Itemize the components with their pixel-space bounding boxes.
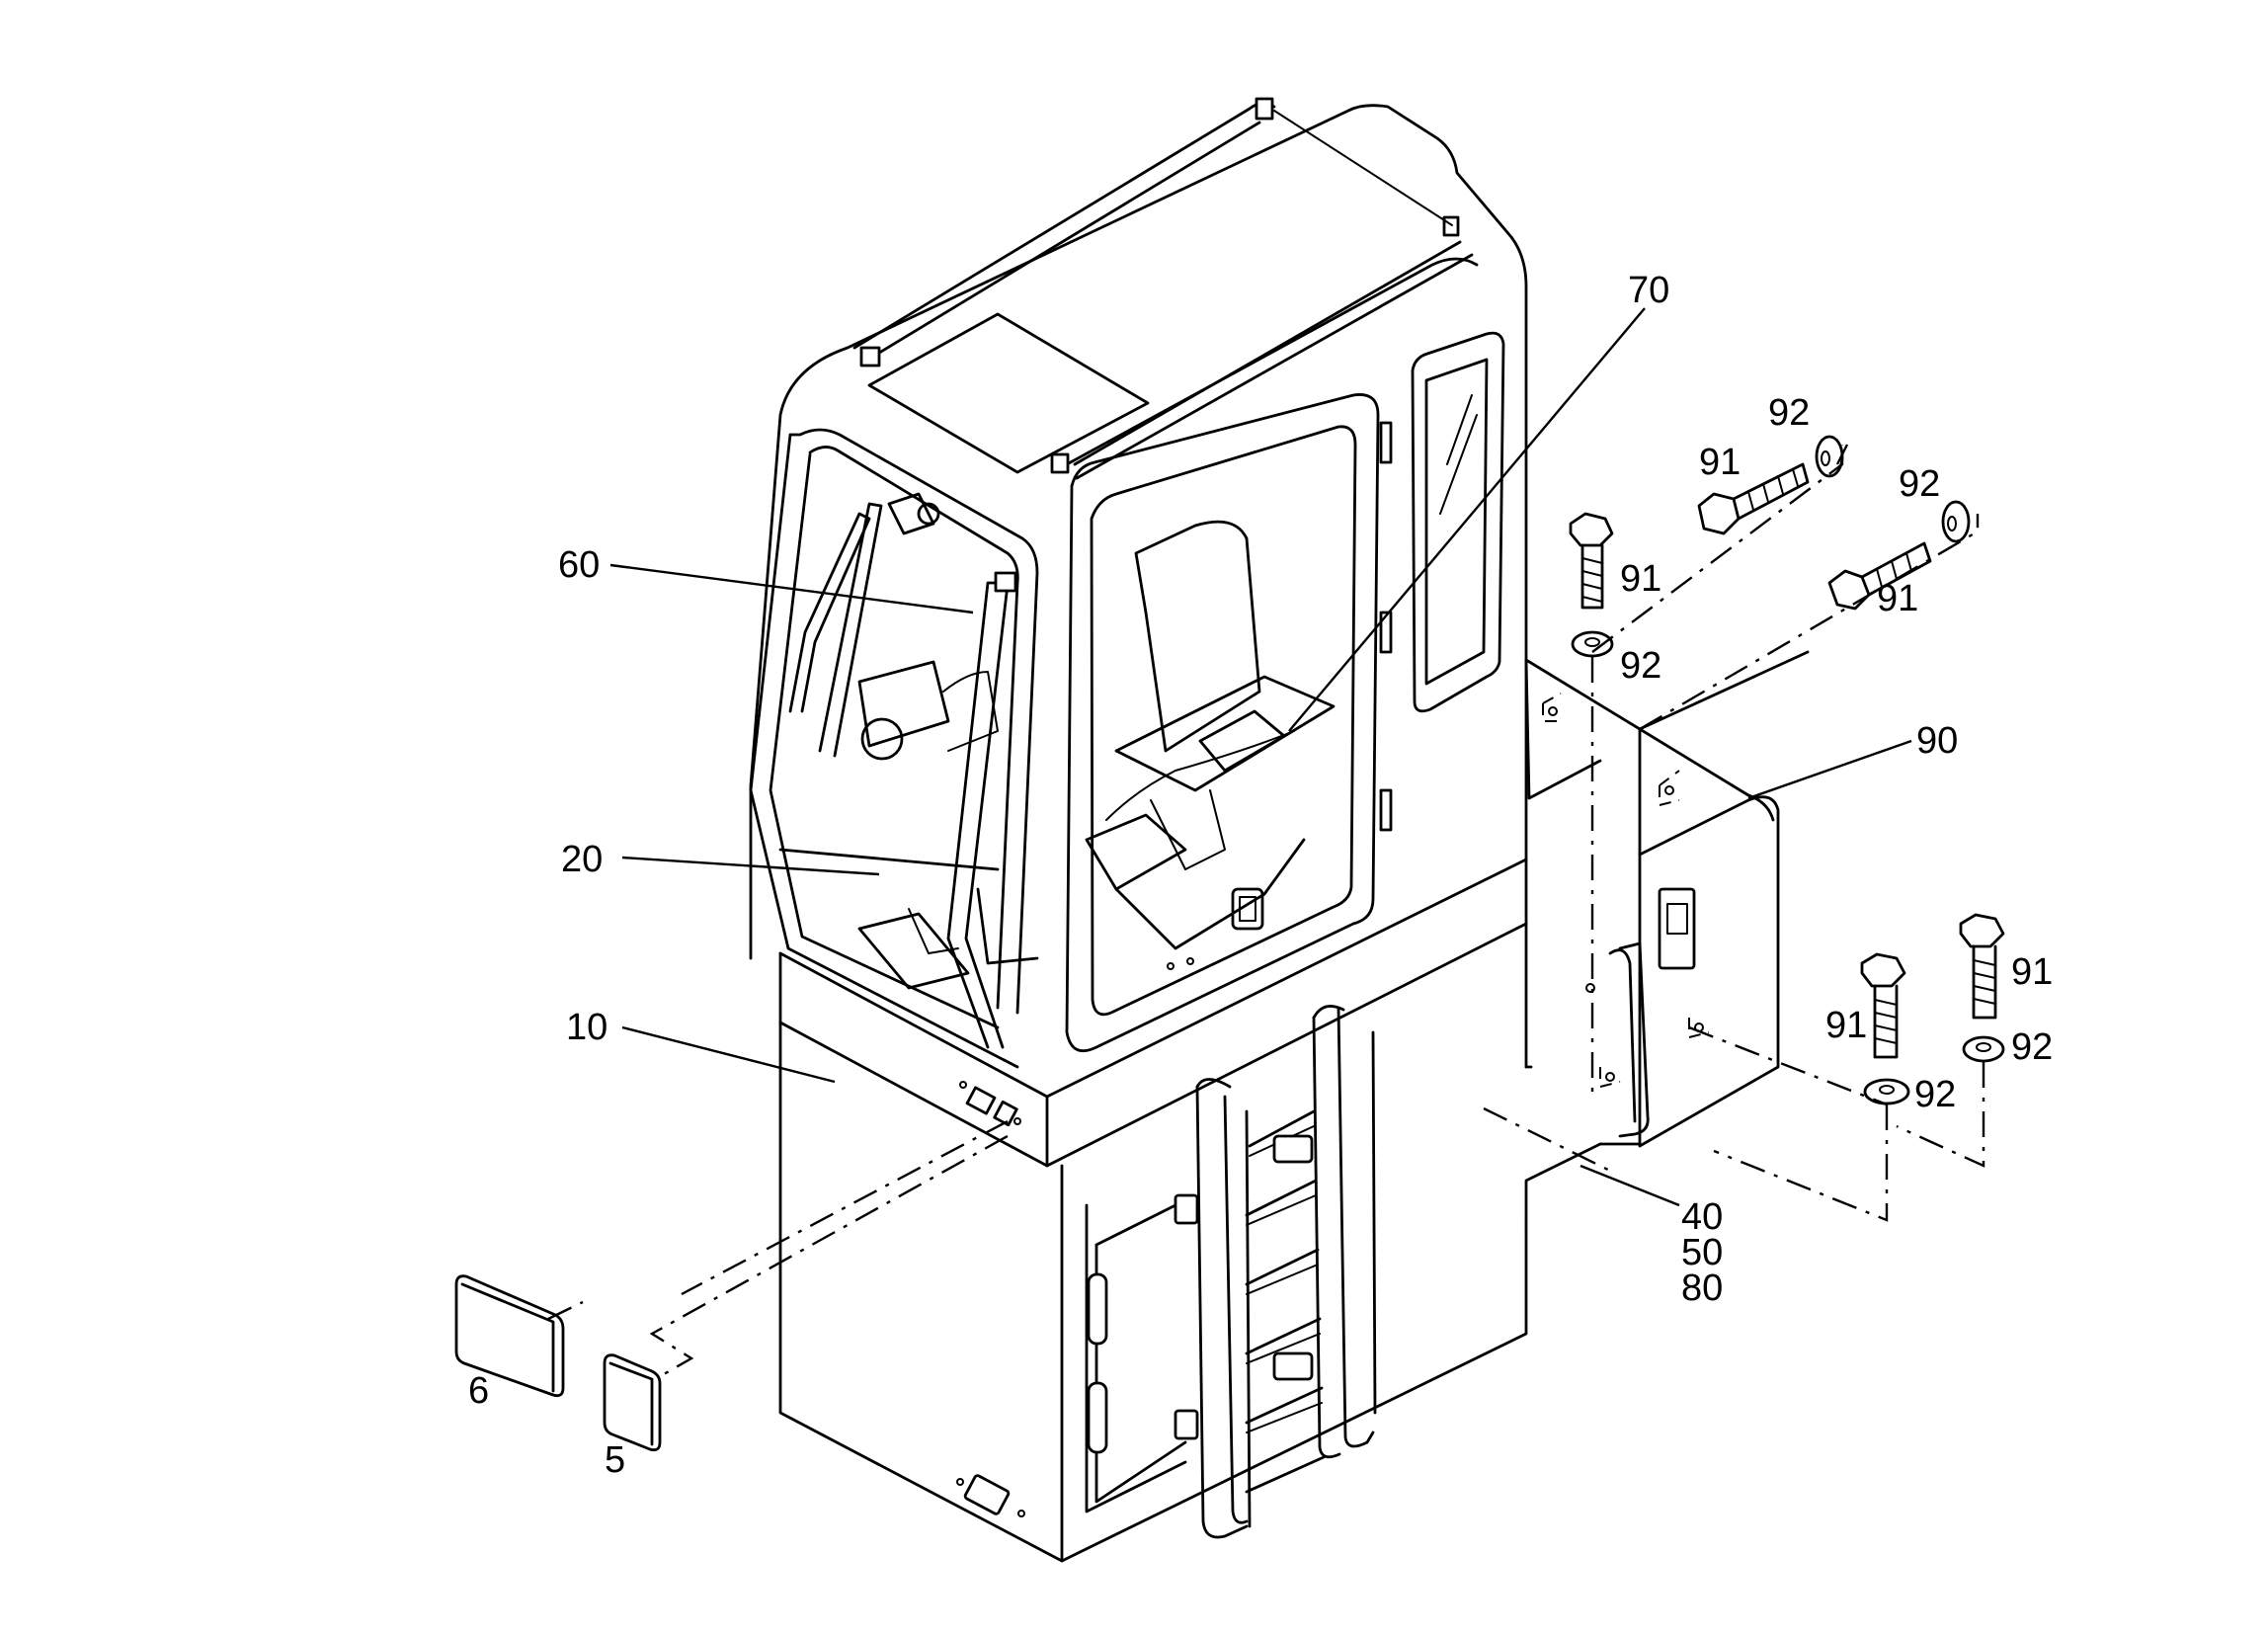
callout-91-c: 91 bbox=[1877, 578, 1918, 619]
base-frame bbox=[778, 922, 1602, 1563]
work-light-5 bbox=[603, 1353, 662, 1452]
washer-92-a bbox=[1571, 630, 1614, 658]
bolt-91-b bbox=[1697, 462, 1810, 535]
callout-91-d: 91 bbox=[1825, 1005, 1867, 1046]
callout-5: 5 bbox=[605, 1439, 625, 1481]
tool-box bbox=[1524, 650, 1810, 1148]
leader-lines bbox=[609, 307, 1912, 1207]
callout-70: 70 bbox=[1628, 270, 1669, 311]
callout-50: 50 bbox=[1681, 1232, 1723, 1273]
callout-6: 6 bbox=[468, 1370, 489, 1412]
washer-92-c bbox=[1941, 500, 1971, 543]
cab-body bbox=[749, 97, 1528, 1168]
callout-10: 10 bbox=[566, 1007, 608, 1048]
assembly-lines bbox=[547, 444, 1985, 1380]
callout-20: 20 bbox=[561, 839, 603, 880]
callout-60: 60 bbox=[558, 544, 600, 586]
callout-92-c: 92 bbox=[1899, 463, 1940, 505]
callout-91-e: 91 bbox=[2011, 951, 2053, 993]
callout-91-a: 91 bbox=[1620, 558, 1661, 600]
callout-92-b: 92 bbox=[1768, 392, 1810, 434]
work-light-6 bbox=[454, 1274, 565, 1398]
callout-80: 80 bbox=[1681, 1268, 1723, 1309]
callout-90: 90 bbox=[1916, 720, 1958, 762]
ladder bbox=[1174, 1005, 1377, 1539]
bolt-91-a bbox=[1569, 512, 1614, 610]
bolt-91-d bbox=[1860, 952, 1906, 1059]
callout-91-b: 91 bbox=[1699, 442, 1741, 483]
callouts: 70 60 20 10 6 5 40 50 80 90 91 92 91 92 … bbox=[468, 270, 2053, 1481]
callout-92-d: 92 bbox=[1914, 1074, 1956, 1115]
washer-92-e bbox=[1962, 1035, 2005, 1063]
callout-92-e: 92 bbox=[2011, 1026, 2053, 1068]
bolt-91-e bbox=[1959, 913, 2005, 1020]
callout-40: 40 bbox=[1681, 1196, 1723, 1238]
callout-92-a: 92 bbox=[1620, 645, 1661, 687]
washer-92-b bbox=[1815, 435, 1844, 478]
washer-92-d bbox=[1863, 1078, 1910, 1105]
